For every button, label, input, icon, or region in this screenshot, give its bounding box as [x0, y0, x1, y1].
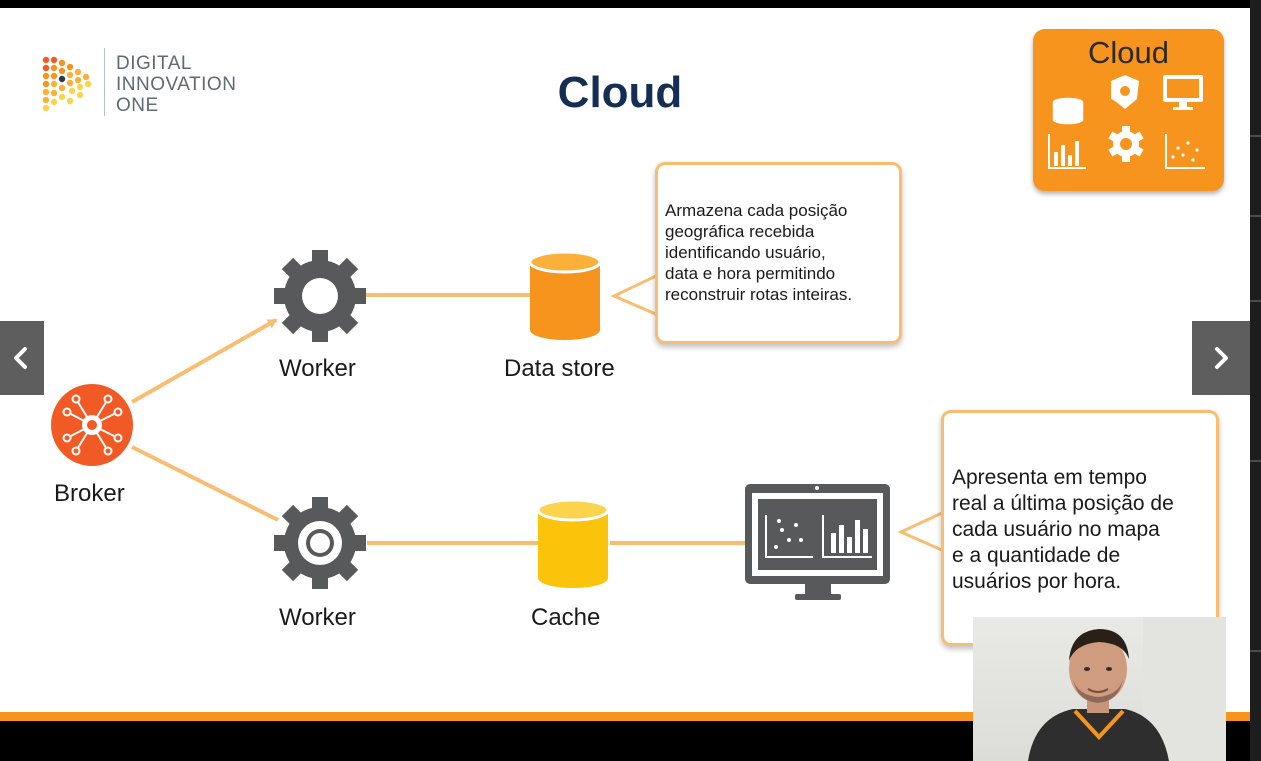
callout-tail-dashboard — [897, 510, 945, 553]
slide-footer-band — [0, 712, 1250, 721]
cache-label: Cache — [531, 604, 601, 631]
cloud-badge-icons — [1048, 75, 1205, 169]
database-icon — [1051, 96, 1085, 126]
presenter-webcam — [973, 617, 1226, 761]
strip-tick — [1250, 135, 1261, 137]
slide-title: Cloud — [557, 68, 683, 117]
right-edge-strip — [1250, 0, 1261, 761]
cache-database-icon — [536, 498, 610, 588]
callout-line: data e hora permitindo — [665, 264, 836, 283]
worker-top-label: Worker — [279, 355, 356, 382]
next-slide-button[interactable] — [1192, 321, 1250, 395]
previous-slide-button[interactable] — [0, 321, 44, 395]
callout-line: Armazena cada posição — [665, 201, 848, 220]
callout-line: cada usuário no mapa — [952, 518, 1160, 541]
shield-icon — [1111, 75, 1139, 109]
broker-node — [51, 384, 133, 466]
database-icon — [528, 250, 602, 340]
gear-icon — [274, 497, 366, 589]
callout-line: e a quantidade de — [952, 544, 1121, 567]
logo-line-2: INNOVATION — [116, 74, 237, 95]
gear-icon — [1108, 126, 1144, 162]
callout-line: reconstruir rotas inteiras. — [665, 285, 853, 304]
connector-broker-worker-top — [131, 318, 278, 404]
strip-tick — [1250, 650, 1261, 652]
connector-broker-worker-bottom — [131, 445, 279, 522]
strip-tick — [1250, 215, 1261, 217]
callout-line: geográfica recebida — [665, 222, 815, 241]
strip-tick — [1250, 460, 1261, 462]
callout-line: Apresenta em tempo — [952, 466, 1147, 489]
strip-tick — [1250, 300, 1261, 302]
callout-dashboard — [941, 410, 1219, 646]
bar-chart-icon — [1048, 134, 1086, 169]
data-store-label: Data store — [504, 355, 615, 382]
broker-label: Broker — [54, 480, 125, 507]
cloud-badge: Cloud — [1033, 29, 1224, 191]
logo-divider — [104, 48, 105, 116]
logo-line-1: DIGITAL — [116, 53, 192, 74]
logo-text: DIGITAL INNOVATION ONE — [116, 53, 236, 116]
worker-bottom-label: Worker — [279, 604, 356, 631]
dashboard-monitor-icon — [745, 484, 890, 600]
presenter-silhouette — [1028, 617, 1226, 761]
callout-dashboard-text: Apresenta em tempo real a última posição… — [952, 465, 1174, 595]
callout-line: identificando usuário, — [665, 243, 826, 262]
callout-tail-datastore — [610, 273, 659, 317]
scatter-chart-icon — [1165, 134, 1205, 169]
monitor-icon — [1163, 75, 1203, 110]
callout-line: real a última posição de — [952, 492, 1174, 515]
chevron-right-icon — [1215, 347, 1228, 369]
callout-datastore-text: Armazena cada posição geográfica recebid… — [665, 200, 852, 305]
gear-icon — [274, 250, 366, 342]
chevron-left-icon — [14, 347, 27, 369]
logo-line-3: ONE — [116, 95, 159, 116]
cloud-badge-title: Cloud — [1088, 35, 1169, 70]
callout-line: usuários por hora. — [952, 570, 1122, 593]
callout-datastore — [655, 162, 902, 344]
